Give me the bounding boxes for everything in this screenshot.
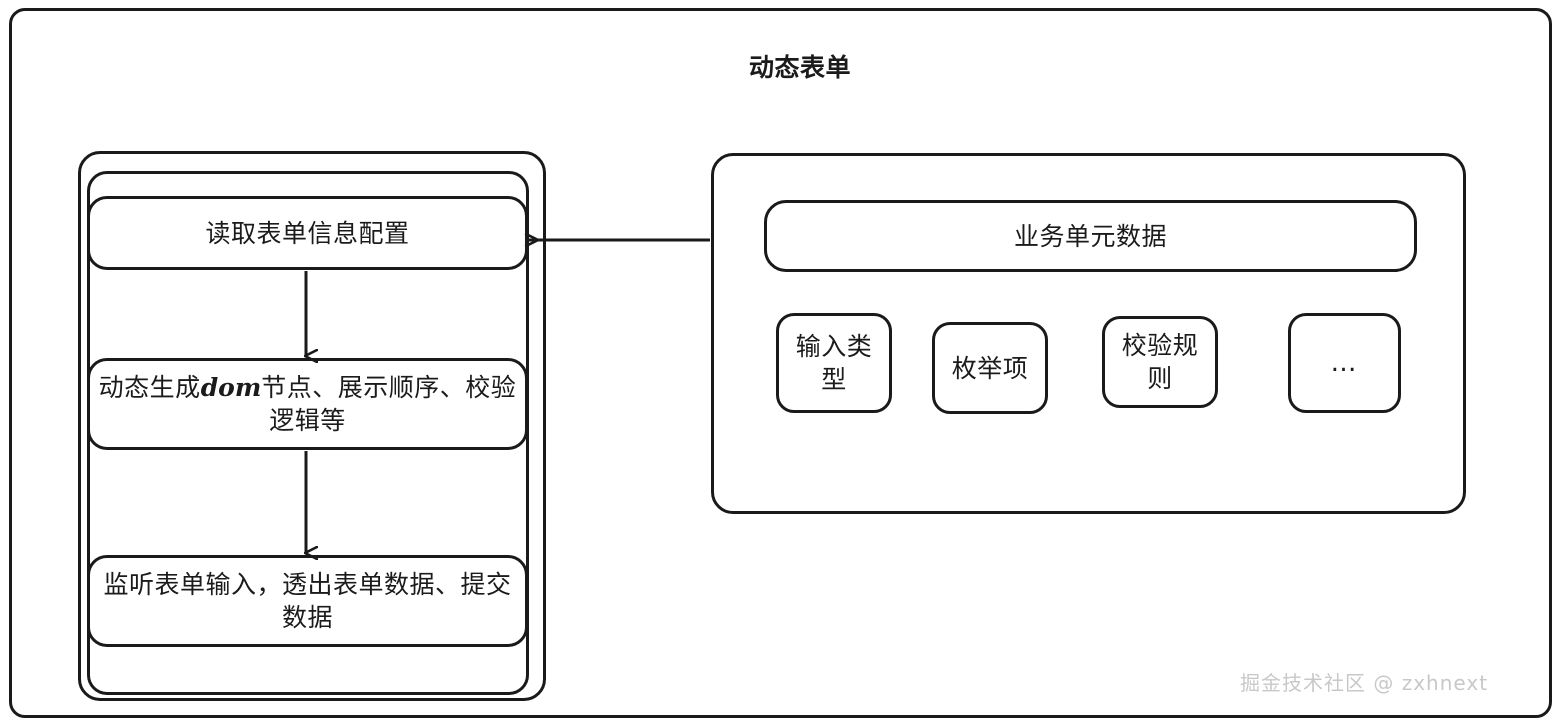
business-unit-data-header[interactable]: 业务单元数据	[764, 200, 1417, 272]
chip-more-ellipsis-label: …	[1330, 347, 1359, 378]
step-generate-dom-label-before: 动态生成	[98, 373, 201, 402]
watermark: 掘金技术社区 @ zxhnext	[1240, 670, 1489, 695]
chip-validation-rules[interactable]: 校验规则	[1102, 316, 1218, 408]
chip-input-type-label: 输入类型	[795, 332, 873, 394]
chip-enum-items-label: 枚举项	[951, 353, 1029, 383]
chip-enum-items[interactable]: 枚举项	[932, 322, 1048, 414]
step-generate-dom[interactable]: 动态生成dom节点、展示顺序、校验逻辑等	[87, 358, 528, 450]
diagram-title: 动态表单	[748, 52, 851, 82]
chip-input-type[interactable]: 输入类型	[776, 313, 892, 413]
step-generate-dom-label-emphasis: dom	[200, 373, 262, 402]
diagram-outer-frame	[9, 8, 1552, 718]
chip-more-ellipsis[interactable]: …	[1288, 313, 1401, 413]
left-panel-outer-border	[78, 151, 546, 701]
step-read-config-label: 读取表单信息配置	[205, 218, 410, 248]
business-unit-data-header-label: 业务单元数据	[1013, 221, 1167, 251]
step-generate-dom-label-after: 节点、展示顺序、校验逻辑等	[261, 373, 517, 435]
chip-validation-rules-label: 校验规则	[1121, 331, 1199, 393]
step-generate-dom-label: 动态生成dom节点、展示顺序、校验逻辑等	[98, 371, 517, 437]
step-listen-input[interactable]: 监听表单输入，透出表单数据、提交数据	[87, 555, 528, 647]
step-listen-input-label: 监听表单输入，透出表单数据、提交数据	[103, 570, 512, 632]
right-panel-border	[711, 153, 1466, 514]
step-read-config[interactable]: 读取表单信息配置	[87, 196, 528, 270]
